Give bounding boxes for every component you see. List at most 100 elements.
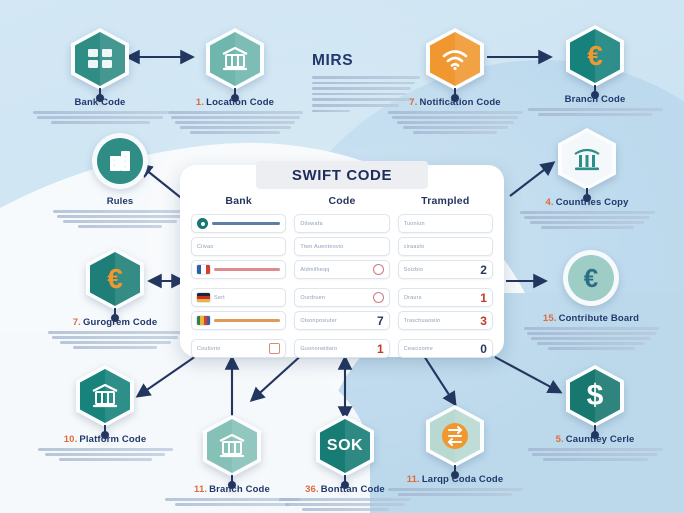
- node-large-coda-code[interactable]: 11.Larqp Coda Code: [380, 405, 530, 496]
- node-blurb: [157, 498, 307, 506]
- row-label: Tiwn Auenteovio: [300, 243, 344, 250]
- node-caption: 36.Bonttan Code: [270, 484, 420, 511]
- node-blurb: [380, 488, 530, 496]
- classical-temple-icon: [558, 128, 616, 202]
- blurb-line: [45, 453, 165, 456]
- node-blurb: [516, 327, 666, 350]
- table-row[interactable]: Dilswafa: [294, 214, 390, 233]
- node-caption: 7.Gurogrem Code: [40, 317, 190, 349]
- hex-dot: [341, 481, 349, 489]
- blurb-line: [73, 346, 157, 349]
- table-row[interactable]: Tiwn Auenteovio: [294, 237, 390, 256]
- node-blurb: [40, 331, 190, 349]
- node-contribute-board[interactable]: €15.Contribute Board: [516, 250, 666, 350]
- blurb-line: [312, 81, 416, 85]
- node-notification-code[interactable]: 7.Notification Code: [380, 28, 530, 134]
- node-number: 7.: [72, 317, 81, 328]
- currency-symbol: €: [583, 263, 599, 293]
- hex-dot: [111, 314, 119, 322]
- node-country-code[interactable]: $5.Cauntley Cerle: [520, 365, 670, 461]
- row-label: Oraurs: [403, 294, 422, 301]
- row-value: 3: [480, 313, 487, 328]
- node-number: 11.: [194, 484, 208, 495]
- node-blurb: [520, 108, 670, 116]
- table-row[interactable]: ciraaslo: [397, 237, 493, 256]
- row-label: Aldmilheqq: [300, 266, 330, 273]
- node-european-code[interactable]: €7.Gurogrem Code: [40, 248, 190, 349]
- table-row[interactable]: Aldmilheqq: [294, 260, 390, 279]
- hex-face: [80, 369, 130, 423]
- table-row[interactable]: [191, 214, 287, 233]
- blurb-line: [52, 210, 188, 213]
- blurb-line: [58, 458, 152, 461]
- blurb-line: [301, 508, 389, 511]
- table-row[interactable]: Sert: [191, 288, 287, 307]
- table-row[interactable]: Ourdruen: [294, 288, 390, 307]
- row-value: 0: [480, 341, 487, 356]
- node-caption: Branch Code: [520, 94, 670, 116]
- table-row[interactable]: Tuoniun: [397, 214, 493, 233]
- node-bank-code[interactable]: Bank Code: [25, 28, 175, 124]
- currency-symbol: €: [107, 263, 123, 294]
- hex-stem: [99, 88, 101, 97]
- row-value: 7: [376, 313, 384, 328]
- hex-dot: [451, 94, 459, 102]
- blurb-line: [78, 225, 162, 228]
- bank-building-icon: [203, 415, 261, 489]
- node-blurb: [380, 111, 530, 134]
- table-row[interactable]: [191, 311, 287, 330]
- blurb-line: [164, 498, 300, 501]
- node-branch-code-bottom[interactable]: 11.Branch Code: [157, 415, 307, 506]
- blurb-line: [190, 131, 280, 134]
- table-row[interactable]: [191, 260, 287, 279]
- blurb-line: [312, 92, 407, 96]
- node-blurb: [270, 498, 420, 511]
- flag-germany-icon: [197, 293, 210, 302]
- node-title: Rules: [106, 196, 134, 207]
- node-platform-code[interactable]: 10.Platform Code: [30, 365, 180, 461]
- column-header: Trampled: [421, 195, 470, 207]
- node-title: 7.Notification Code: [409, 97, 501, 108]
- hex-stem: [594, 85, 596, 94]
- hex-stem: [114, 308, 116, 317]
- node-countries-copy[interactable]: 4.Countries Copy: [512, 128, 662, 229]
- flag-france-icon: [197, 265, 210, 274]
- node-rules[interactable]: Rules: [45, 133, 195, 228]
- table-row[interactable]: Ciivao: [191, 237, 287, 256]
- hex-glyph: [221, 46, 249, 72]
- circle-face: [97, 138, 143, 184]
- hex-stem: [454, 465, 456, 474]
- node-blurb: [512, 211, 662, 229]
- mirs-title: MIRS: [312, 52, 354, 69]
- mirs-heading-block: MIRS: [312, 52, 424, 113]
- hex-dot: [591, 431, 599, 439]
- node-caption: 11.Larqp Coda Code: [380, 474, 530, 496]
- hex-stem: [234, 88, 236, 97]
- hex-dot: [96, 94, 104, 102]
- blurb-line: [523, 327, 659, 330]
- table-row[interactable]: Coutivrio: [191, 339, 287, 358]
- blurb-line: [398, 493, 512, 496]
- row-label: Guonorwidaro: [300, 345, 338, 352]
- blurb-line: [519, 211, 655, 214]
- hex-glyph: $: [587, 381, 604, 411]
- blurb-line: [175, 503, 289, 506]
- dollar-currency-icon: $: [566, 365, 624, 439]
- node-number: 10.: [63, 434, 78, 445]
- square-badge-icon: [269, 343, 281, 354]
- node-branch-code-top[interactable]: €Branch Code: [520, 25, 670, 116]
- node-blurb: [520, 448, 670, 461]
- node-number: 7.: [409, 97, 418, 108]
- node-location-code[interactable]: 1.Location Code: [160, 28, 310, 134]
- hex-glyph: [440, 47, 470, 71]
- hex-dot: [231, 94, 239, 102]
